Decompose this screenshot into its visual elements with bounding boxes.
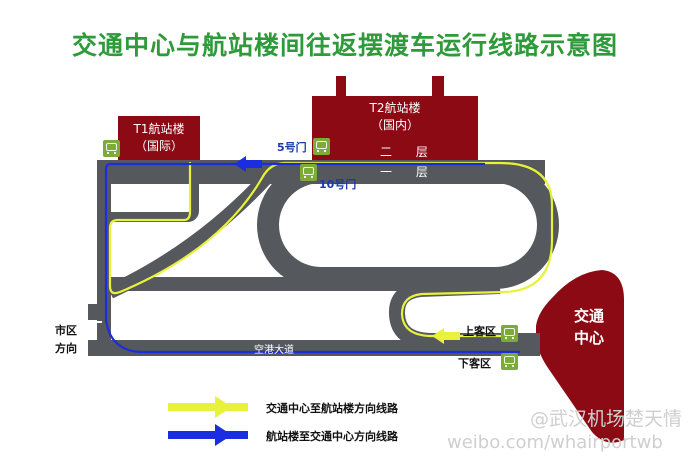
watermark-handle: @武汉机场楚天情 — [530, 408, 683, 430]
bus-stop-dropoff-icon — [501, 353, 518, 370]
t2-building — [312, 76, 478, 162]
gate10-label: 10号门 — [319, 178, 357, 191]
gate5-label: 5号门 — [277, 141, 307, 154]
t2-name: T2航站楼 — [369, 101, 421, 115]
traffic-center-building — [536, 270, 624, 443]
bus-stop-t1-icon — [103, 140, 120, 157]
route-to-center-line — [104, 162, 520, 354]
t2-sub: （国内） — [370, 118, 419, 132]
watermark-url: weibo.com/whairportwb — [447, 432, 663, 453]
bus-stop-pickup-icon — [501, 325, 518, 342]
road-name: 空港大道 — [254, 345, 294, 356]
blue-direction-arrow — [234, 156, 262, 172]
pickup-label: 上客区 — [463, 325, 496, 338]
t1-building — [118, 116, 200, 162]
t1-label: T1航站楼 （国际） — [118, 121, 200, 155]
page-title: 交通中心与航站楼间往返摆渡车运行线路示意图 — [71, 31, 618, 60]
t1-name: T1航站楼 — [133, 122, 185, 136]
yellow-direction-arrow — [432, 328, 460, 344]
bus-stop-gate5-icon — [313, 138, 330, 155]
t1-sub: （国际） — [134, 139, 183, 153]
legend-blue-arrow — [168, 424, 248, 446]
legend-blue-label: 航站楼至交通中心方向线路 — [266, 430, 398, 443]
t2-label: T2航站楼 （国内） — [312, 100, 478, 134]
legend-yellow-arrow — [168, 396, 248, 418]
traffic-center-label: 交通中心 — [574, 307, 605, 347]
floor-2-label: 二 层 — [380, 145, 438, 159]
city-label: 市区 — [55, 324, 77, 337]
bus-stop-gate10-icon — [300, 164, 317, 181]
legend-yellow-label: 交通中心至航站楼方向线路 — [266, 402, 398, 415]
floor-1-label: 一 层 — [380, 165, 438, 179]
route-to-terminal-line — [108, 161, 554, 338]
direction-label: 方向 — [55, 342, 77, 355]
dropoff-label: 下客区 — [458, 357, 491, 370]
